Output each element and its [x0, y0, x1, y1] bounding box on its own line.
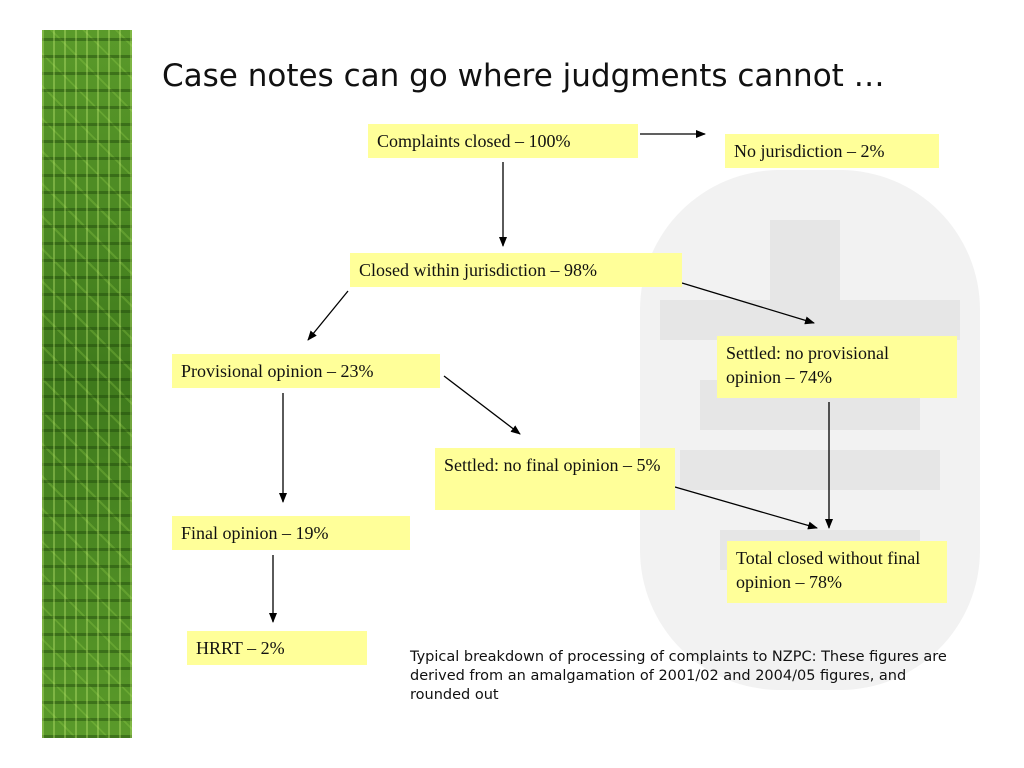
- caption-note: Typical breakdown of processing of compl…: [410, 649, 947, 703]
- hrrt-box: HRRT – 2%: [187, 631, 367, 665]
- final-opinion-box: Final opinion – 19%: [172, 516, 410, 550]
- circuit-board-decoration: [42, 30, 132, 738]
- no-jurisdiction-box: No jurisdiction – 2%: [725, 134, 939, 168]
- total-closed-without-final-box: Total closed without final opinion – 78%: [727, 541, 947, 603]
- arrow-within-to-provisional: [307, 290, 349, 341]
- arrow-settled-no-final-to-total: [674, 486, 818, 530]
- complaints-closed-box: Complaints closed – 100%: [368, 124, 638, 158]
- slide-title: Case notes can go where judgments cannot…: [162, 58, 885, 94]
- closed-within-jurisdiction-box: Closed within jurisdiction – 98%: [350, 253, 682, 287]
- provisional-opinion-box: Provisional opinion – 23%: [172, 354, 440, 388]
- settled-no-provisional-box: Settled: no provisional opinion – 74%: [717, 336, 957, 398]
- arrow-provisional-to-settled-no-final: [443, 375, 521, 435]
- arrow-within-to-settled-no-provisional: [681, 282, 815, 325]
- settled-no-final-box: Settled: no final opinion – 5%: [435, 448, 675, 510]
